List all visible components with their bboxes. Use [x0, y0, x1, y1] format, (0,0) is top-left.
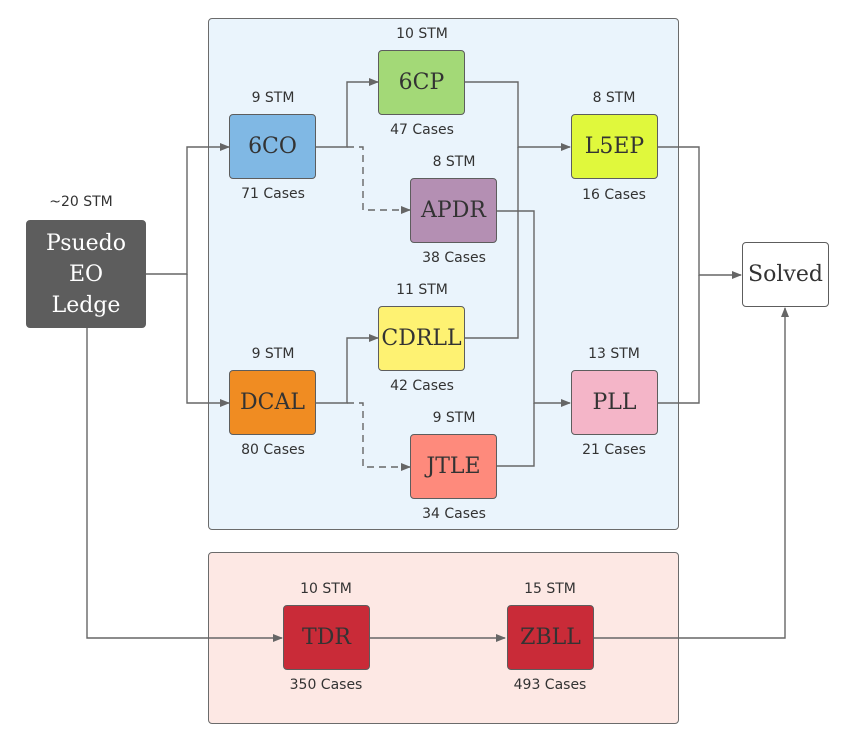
zbll-cases-label: 493 Cases: [513, 677, 587, 693]
zbll-stm-label: 15 STM: [524, 581, 576, 597]
node-cdrll[interactable]: CDRLL: [378, 306, 465, 371]
node-dcal[interactable]: DCAL: [229, 370, 316, 435]
edge-6co-apdr: [347, 146, 411, 214]
edge-6cp-l5ep: [465, 81, 571, 151]
node-solved[interactable]: Solved: [742, 242, 829, 307]
pll-label: PLL: [592, 390, 637, 415]
pll-cases-label: 21 Cases: [582, 442, 646, 458]
tdr-label: TDR: [302, 625, 351, 650]
jtle-stm-label: 9 STM: [432, 410, 476, 426]
pll-stm-label: 13 STM: [588, 346, 640, 362]
edge-start-tdr: [86, 328, 283, 642]
apdr-cases-label: 38 Cases: [422, 250, 486, 266]
cdrll-cases-label: 42 Cases: [390, 378, 454, 394]
node-pll[interactable]: PLL: [571, 370, 658, 435]
node-6co[interactable]: 6CO: [229, 114, 316, 179]
l5ep-cases-label: 16 Cases: [582, 187, 646, 203]
node-6cp[interactable]: 6CP: [378, 50, 465, 115]
node-psuedo-eo-ledge[interactable]: Psuedo EO Ledge: [26, 220, 146, 328]
start-line-1: Psuedo: [45, 230, 127, 256]
node-tdr[interactable]: TDR: [283, 605, 370, 670]
edge-pll-solved: [657, 275, 700, 404]
l5ep-label: L5EP: [584, 134, 645, 159]
edge-start-6co: [145, 143, 230, 275]
dcal-label: DCAL: [240, 390, 305, 415]
apdr-label: APDR: [421, 198, 486, 223]
edge-jtle-pll: [497, 403, 535, 467]
node-jtle[interactable]: JTLE: [410, 434, 497, 499]
edge-apdr-pll: [497, 210, 571, 407]
6co-label: 6CO: [248, 134, 297, 159]
6co-cases-label: 71 Cases: [241, 186, 305, 202]
6cp-stm-label: 10 STM: [396, 26, 448, 42]
l5ep-stm-label: 8 STM: [592, 90, 636, 106]
dcal-stm-label: 9 STM: [251, 346, 295, 362]
solved-label: Solved: [748, 262, 823, 287]
tdr-cases-label: 350 Cases: [289, 677, 363, 693]
6cp-cases-label: 47 Cases: [390, 122, 454, 138]
edge-dcal-cdrll: [316, 334, 379, 404]
tdr-stm-label: 10 STM: [300, 581, 352, 597]
6cp-label: 6CP: [398, 70, 445, 95]
zbll-label: ZBLL: [520, 625, 581, 650]
edge-6co-6cp: [316, 78, 379, 148]
edge-zbll-solved: [593, 307, 789, 639]
node-l5ep[interactable]: L5EP: [571, 114, 658, 179]
jtle-label: JTLE: [426, 454, 481, 479]
dcal-cases-label: 80 Cases: [241, 442, 305, 458]
edge-dcal-jtle: [347, 402, 411, 471]
start-line-3: Ledge: [51, 292, 121, 318]
edge-start-dcal: [186, 274, 230, 407]
node-zbll[interactable]: ZBLL: [507, 605, 594, 670]
start-line-2: EO: [68, 261, 104, 287]
cdrll-label: CDRLL: [381, 326, 462, 351]
start-stm-label: ~20 STM: [49, 194, 113, 210]
edge-l5ep-solved: [657, 146, 742, 279]
6co-stm-label: 9 STM: [251, 90, 295, 106]
apdr-stm-label: 8 STM: [432, 154, 476, 170]
jtle-cases-label: 34 Cases: [422, 506, 486, 522]
node-apdr[interactable]: APDR: [410, 178, 497, 243]
cdrll-stm-label: 11 STM: [396, 282, 448, 298]
